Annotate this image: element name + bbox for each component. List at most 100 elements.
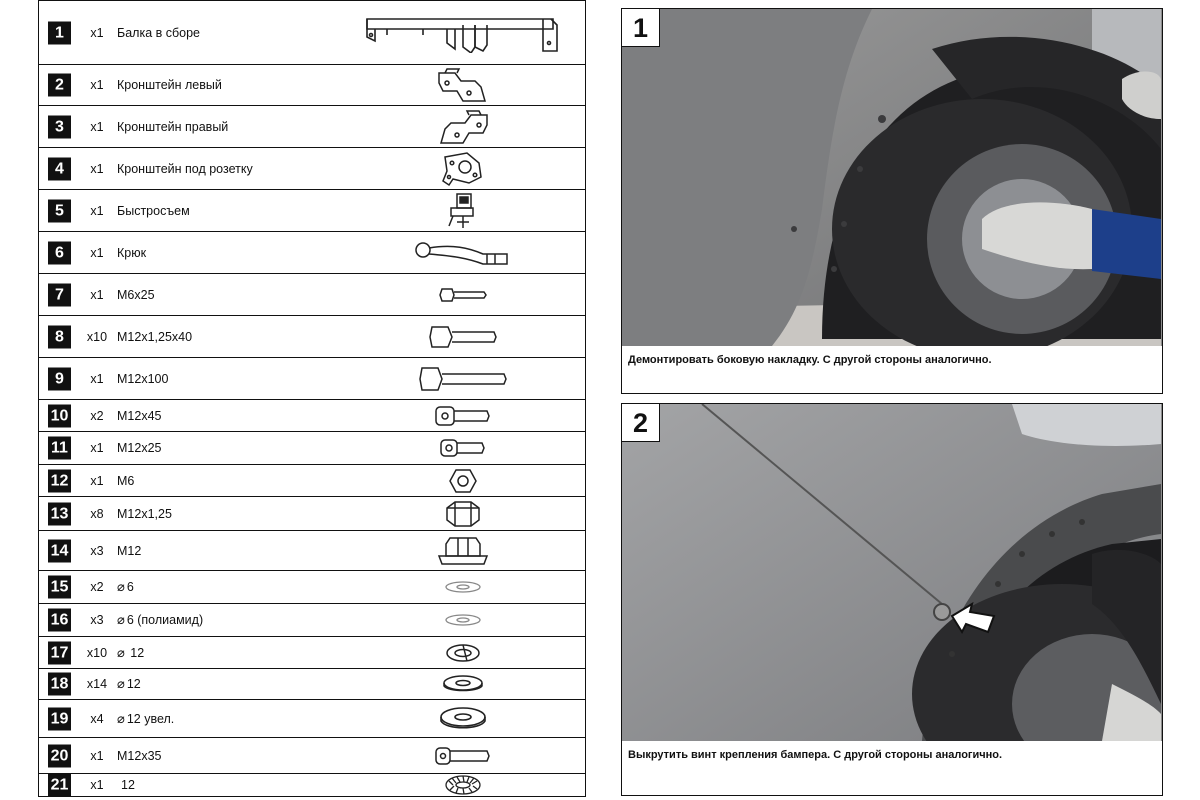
step-number: 1 — [622, 9, 660, 47]
part-quantity: x1 — [90, 119, 104, 134]
part-number: 20 — [48, 744, 71, 767]
part-quantity: x2 — [90, 580, 104, 594]
part-name: Быстросъем — [117, 203, 190, 218]
table-row: 20 x1 M12x35 — [39, 737, 585, 773]
part-quantity: x1 — [90, 245, 104, 260]
part-name: Кронштейн левый — [117, 78, 222, 92]
part-name: M12x35 — [117, 748, 162, 763]
part-name: M12 — [117, 543, 142, 558]
part-number: 4 — [48, 157, 71, 180]
part-number: 17 — [48, 641, 71, 664]
part-quantity: x1 — [90, 78, 104, 92]
part-name: M6 — [117, 473, 135, 488]
instruction-step: 2 — [621, 403, 1163, 796]
table-row: 12 x1 M6 — [39, 464, 585, 496]
table-row: 6 x1 Крюк — [39, 231, 585, 273]
part-name: ⌀ 12 — [117, 644, 145, 660]
hex-bolt-icon — [429, 325, 497, 348]
socket-bracket-icon — [442, 151, 482, 186]
part-quantity: x10 — [86, 645, 108, 660]
part-quantity: x1 — [90, 203, 104, 218]
part-quantity: x1 — [90, 371, 104, 386]
part-name: M6x25 — [117, 287, 155, 302]
part-quantity: x1 — [90, 473, 104, 488]
part-name: Крюк — [117, 245, 147, 260]
table-row: 8 x10 M12x1,25x40 — [39, 315, 585, 357]
table-row: 5 x1 Быстросъем — [39, 189, 585, 231]
part-quantity: x1 — [90, 25, 104, 40]
table-row: 14 x3 M12 — [39, 530, 585, 570]
part-number: 6 — [48, 241, 71, 264]
hex-bolt-icon — [439, 287, 487, 302]
socket-head-bolt-icon — [440, 439, 485, 457]
table-row: 11 x1 M12x25 — [39, 431, 585, 464]
table-row: 1 x1 Балка в сборе — [39, 0, 585, 64]
part-quantity: x1 — [90, 778, 104, 792]
part-number: 9 — [48, 367, 71, 390]
beam-assembly-icon — [366, 17, 558, 53]
wheel-arch-liner-removal-photo — [622, 9, 1162, 346]
part-quantity: x14 — [86, 677, 108, 691]
part-number: 7 — [48, 283, 71, 306]
table-row: 10 x2 M12x45 — [39, 399, 585, 431]
step-caption: Демонтировать боковую накладку. С другой… — [628, 354, 992, 366]
part-number: 21 — [48, 773, 71, 797]
table-row: 21 x1 12 — [39, 773, 585, 797]
large-washer-icon — [440, 706, 486, 729]
part-number: 16 — [48, 608, 71, 632]
part-number: 18 — [48, 672, 71, 696]
part-name: ⌀6 — [117, 579, 134, 594]
part-name: M12x1,25x40 — [117, 329, 193, 344]
lock-nut-icon — [449, 468, 477, 493]
part-name: M12x25 — [117, 441, 162, 455]
part-name: Кронштейн правый — [117, 119, 229, 134]
bracket-left-icon — [438, 68, 486, 102]
part-quantity: x1 — [90, 748, 104, 763]
diameter-icon: ⌀ — [117, 676, 125, 691]
diameter-icon: ⌀ — [117, 710, 125, 726]
part-name: ⌀12 увел. — [117, 710, 175, 726]
quick-release-icon — [448, 192, 474, 228]
table-row: 19 x4 ⌀12 увел. — [39, 699, 585, 737]
hex-nut-icon — [446, 500, 480, 527]
part-number: 12 — [48, 469, 71, 492]
bumper-screw-photo — [622, 404, 1162, 741]
table-row: 16 x3 ⌀6 (полиамид) — [39, 603, 585, 636]
part-number: 3 — [48, 115, 71, 138]
part-name: M12x1,25 — [117, 506, 172, 521]
serrated-washer-icon — [445, 775, 481, 795]
table-row: 4 x1 Кронштейн под розетку — [39, 147, 585, 189]
part-number: 13 — [48, 502, 71, 525]
table-row: 7 x1 M6x25 — [39, 273, 585, 315]
flat-washer-icon — [445, 614, 481, 626]
part-number: 11 — [48, 436, 71, 460]
part-number: 10 — [48, 404, 71, 427]
part-number: 2 — [48, 73, 71, 97]
part-number: 1 — [48, 21, 71, 44]
part-number: 5 — [48, 199, 71, 222]
part-quantity: x1 — [90, 287, 104, 302]
part-quantity: x2 — [90, 408, 104, 423]
step-caption: Выкрутить винт крепления бампера. С друг… — [628, 749, 1003, 761]
parts-table: 1 x1 Балка в сборе 2 x1 Кронштейн левый — [38, 0, 586, 797]
part-number: 15 — [48, 575, 71, 599]
part-quantity: x8 — [90, 506, 104, 521]
part-number: 14 — [48, 539, 71, 562]
table-row: 18 x14 ⌀12 — [39, 668, 585, 699]
part-name: 12 — [121, 778, 135, 792]
flat-washer-icon — [443, 675, 483, 692]
part-number: 8 — [48, 325, 71, 348]
step-number: 2 — [622, 404, 660, 442]
table-row: 2 x1 Кронштейн левый — [39, 64, 585, 105]
part-name: M12x45 — [117, 408, 162, 423]
table-row: 9 x1 M12x100 — [39, 357, 585, 399]
table-row: 13 x8 M12x1,25 — [39, 496, 585, 530]
flat-washer-icon — [445, 581, 481, 593]
tow-hook-icon — [415, 241, 508, 265]
table-row: 15 x2 ⌀6 — [39, 570, 585, 603]
spring-washer-icon — [446, 643, 480, 662]
part-quantity: x4 — [90, 711, 104, 726]
part-quantity: x3 — [90, 613, 104, 627]
part-name: M12x100 — [117, 371, 169, 386]
part-number: 19 — [48, 707, 71, 730]
